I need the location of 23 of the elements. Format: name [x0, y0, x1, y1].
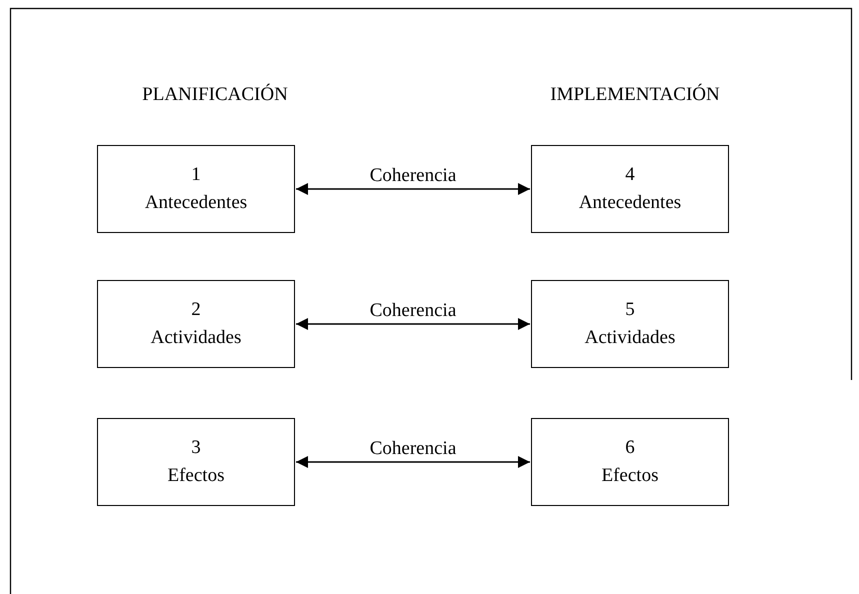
double-arrow: [296, 183, 530, 195]
process-box: [97, 418, 295, 506]
column-heading: IMPLEMENTACIÓN: [550, 84, 720, 106]
step-number: 1: [191, 163, 201, 188]
step-number: 3: [191, 436, 201, 460]
double-arrow: [296, 456, 530, 468]
process-box: [97, 145, 295, 233]
step-title: Actividades: [150, 326, 242, 350]
step-number: 5: [625, 298, 635, 322]
column-heading: PLANIFICACIÓN: [142, 84, 288, 106]
process-box: [531, 280, 729, 368]
process-box: [531, 145, 729, 233]
step-number: 4: [625, 163, 635, 188]
step-title: Actividades: [584, 326, 676, 350]
step-title: Antecedentes: [144, 191, 248, 215]
step-number: 6: [625, 436, 635, 460]
step-title: Antecedentes: [578, 191, 682, 215]
double-arrow: [296, 318, 530, 330]
step-title: Efectos: [602, 464, 658, 488]
process-box: [531, 418, 729, 506]
step-title: Efectos: [168, 464, 224, 488]
step-number: 2: [191, 298, 201, 322]
process-box: [97, 280, 295, 368]
